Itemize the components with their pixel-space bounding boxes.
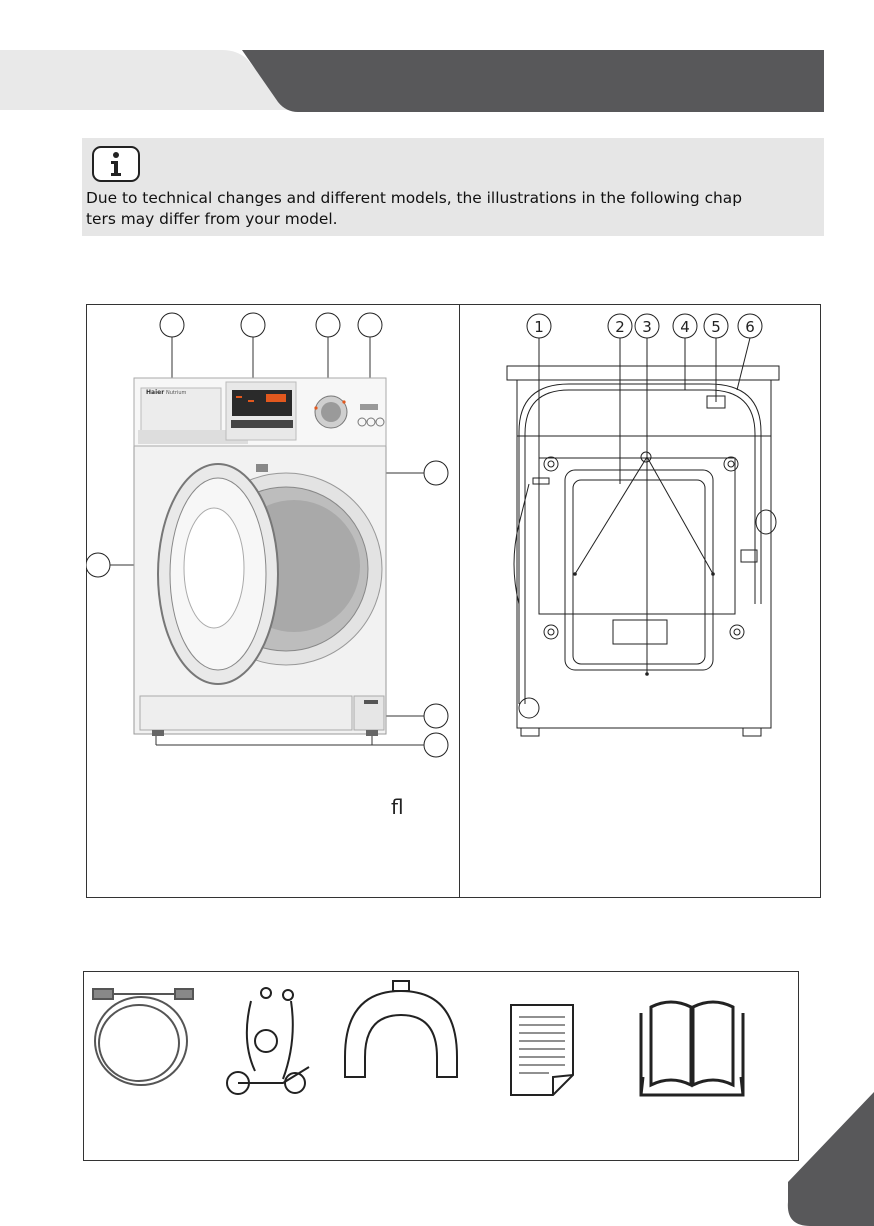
back-callout-2: 2 (615, 318, 625, 336)
inlet-hose-icon (93, 989, 193, 1085)
hose-bracket-icon (345, 981, 457, 1077)
back-callout-3: 3 (642, 318, 652, 336)
back-callout-6: 6 (745, 318, 755, 336)
accessories-illustration (83, 971, 799, 1161)
notice-text: Due to technical changes and different m… (86, 188, 822, 230)
front-view-illustration: Haier Nutrium (86, 304, 460, 898)
manual-icon (641, 1002, 743, 1095)
back-callout-5: 5 (711, 318, 721, 336)
notice-line-2: ters may differ from your model. (86, 209, 822, 230)
header-tab-dark (242, 48, 824, 112)
back-view-illustration: 1 2 3 4 5 6 (459, 304, 821, 898)
corner-tab (786, 1092, 874, 1226)
notice-box: Due to technical changes and different m… (82, 138, 824, 236)
back-callout-4: 4 (680, 318, 690, 336)
back-callout-1: 1 (534, 318, 544, 336)
notice-line-1: Due to technical changes and different m… (86, 188, 822, 209)
info-icon (92, 146, 140, 182)
stray-glyph: fl (391, 795, 404, 819)
transport-bolt-covers-icon (227, 988, 309, 1094)
model-badge: Nutrium (166, 390, 186, 396)
brand-text: Haier (146, 389, 164, 396)
document-icon (511, 1005, 573, 1095)
